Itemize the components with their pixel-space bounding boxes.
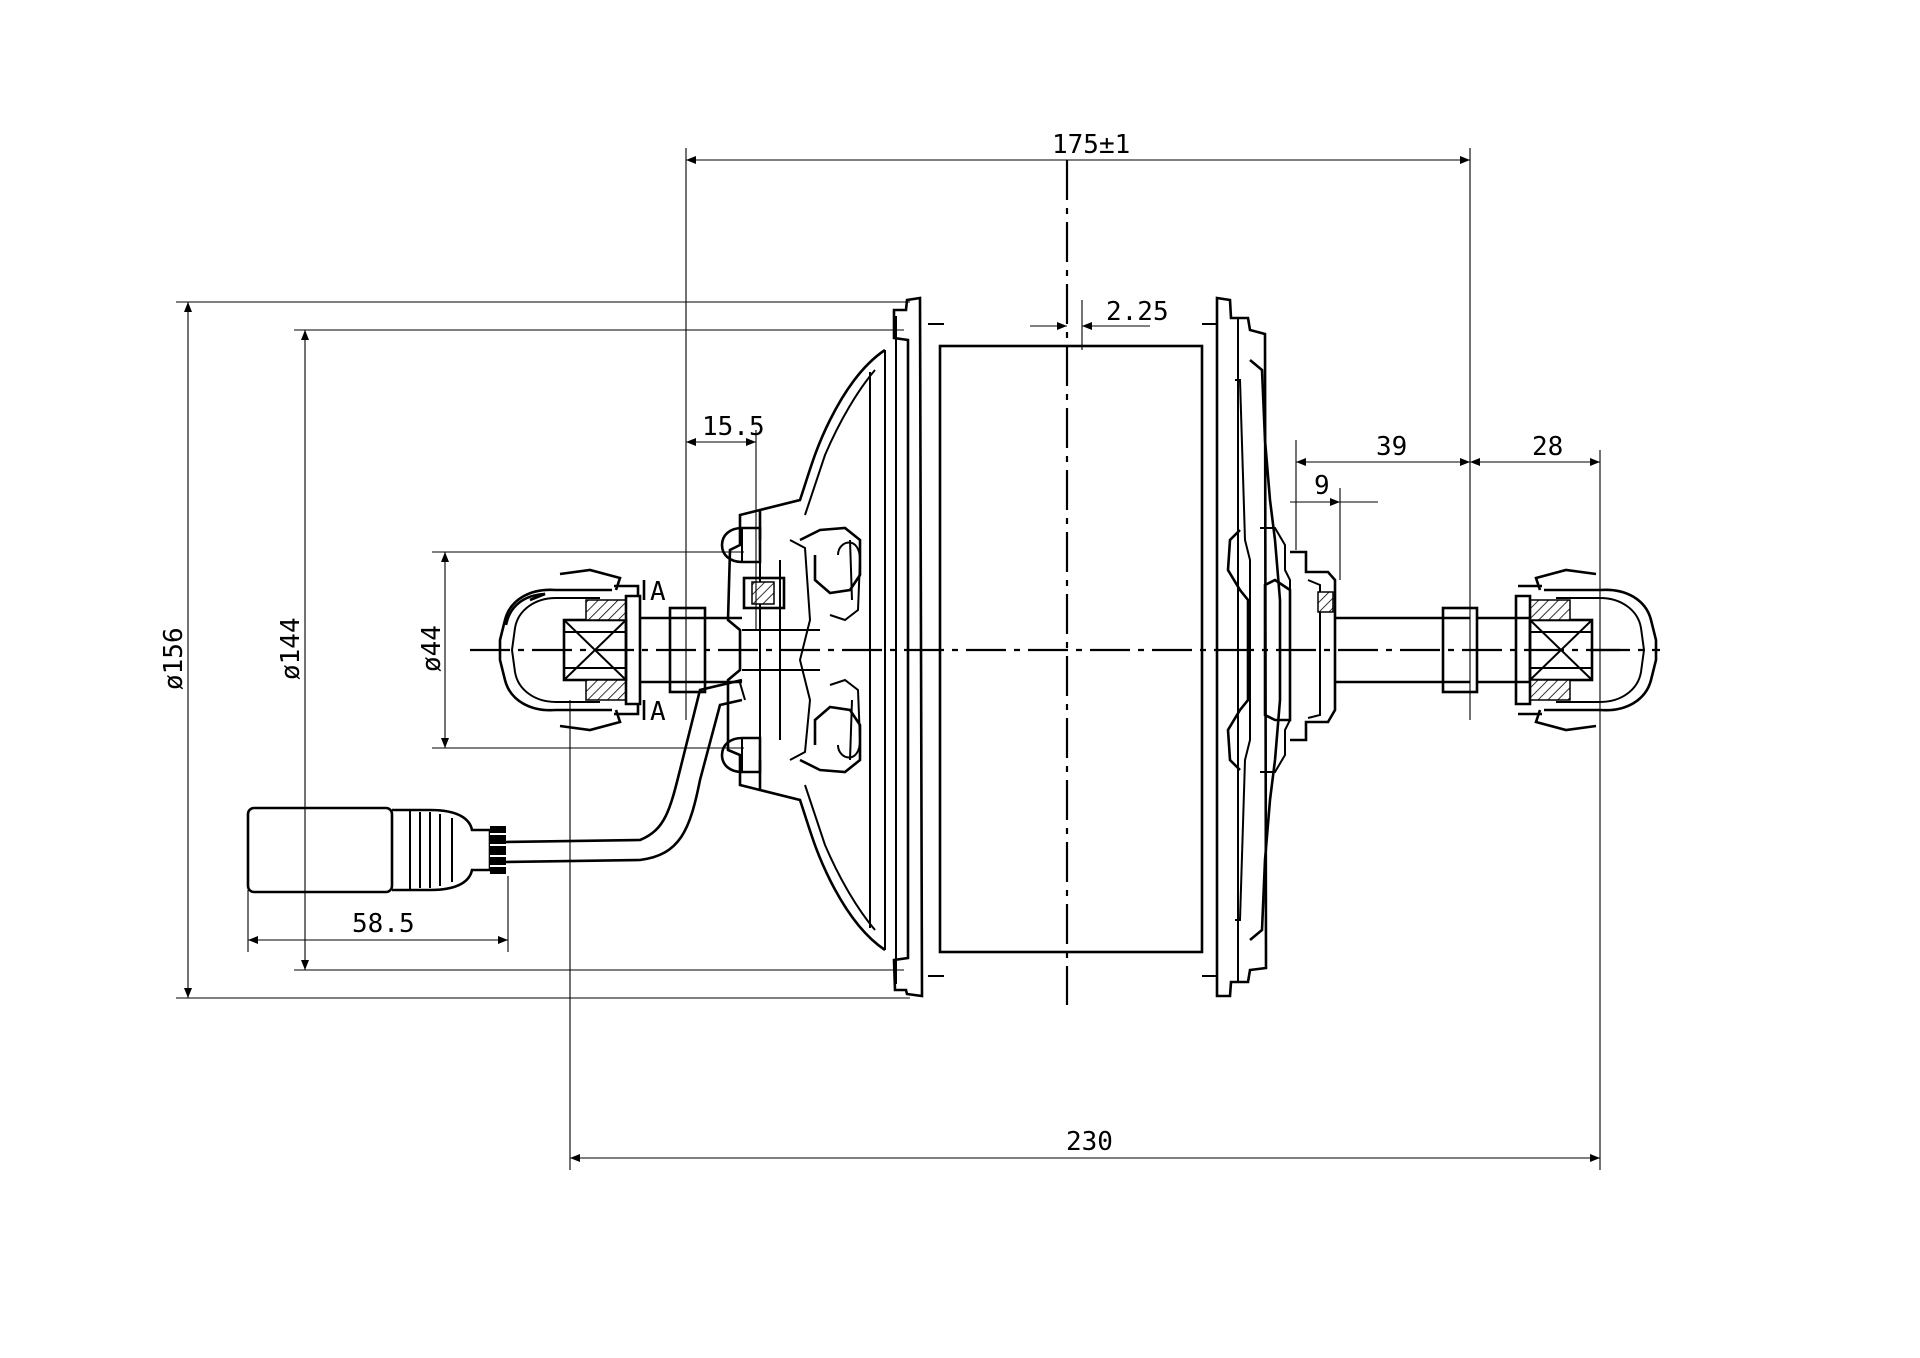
dim-overall-axle-length: 230 bbox=[569, 700, 1600, 1170]
centerlines bbox=[470, 160, 1620, 1005]
section-label-top: A bbox=[650, 577, 666, 607]
left-bearing bbox=[742, 576, 820, 671]
dim-230-label: 230 bbox=[1066, 1127, 1113, 1157]
dim-2-25-label: 2.25 bbox=[1106, 297, 1169, 327]
dim-bearing-diameter: ø44 bbox=[417, 551, 744, 749]
dim-left-dropout-offset: 15.5 bbox=[686, 412, 765, 630]
dim-right-offsets: 39 28 bbox=[1295, 432, 1601, 1170]
dim-flange-diameter: ø156 bbox=[159, 301, 910, 999]
section-marks: A A bbox=[642, 577, 666, 727]
left-bearing-bolts bbox=[720, 526, 762, 774]
left-axle bbox=[498, 568, 742, 732]
motor-drum bbox=[938, 344, 1204, 954]
dim-connector-length: 58.5 bbox=[247, 876, 509, 952]
left-flange bbox=[892, 296, 924, 998]
dim-144-label: ø144 bbox=[276, 617, 306, 680]
dim-overall-flange-spacing: 175±1 bbox=[685, 130, 1471, 720]
dim-9-label: 9 bbox=[1314, 471, 1330, 501]
dim-175-label: 175±1 bbox=[1052, 130, 1130, 160]
dim-15-5-label: 15.5 bbox=[702, 412, 765, 442]
dim-44-label: ø44 bbox=[417, 625, 447, 672]
left-side-cover bbox=[726, 348, 886, 952]
right-flange bbox=[1215, 296, 1268, 998]
dim-shell-diameter: ø144 bbox=[276, 329, 904, 971]
dim-156-label: ø156 bbox=[159, 627, 189, 690]
section-label-bottom: A bbox=[650, 697, 666, 727]
right-axle bbox=[1335, 568, 1660, 732]
right-side-cover bbox=[1226, 359, 1337, 941]
motor-cable bbox=[504, 678, 746, 864]
dim-center-offset: 2.25 bbox=[1030, 297, 1169, 350]
dim-39-label: 39 bbox=[1376, 432, 1407, 462]
hub-shell bbox=[892, 296, 1268, 998]
dim-58-5-label: 58.5 bbox=[352, 909, 415, 939]
cable-connector bbox=[246, 806, 506, 894]
dim-right-small-offset: 9 bbox=[1290, 471, 1378, 580]
dim-28-label: 28 bbox=[1532, 432, 1563, 462]
